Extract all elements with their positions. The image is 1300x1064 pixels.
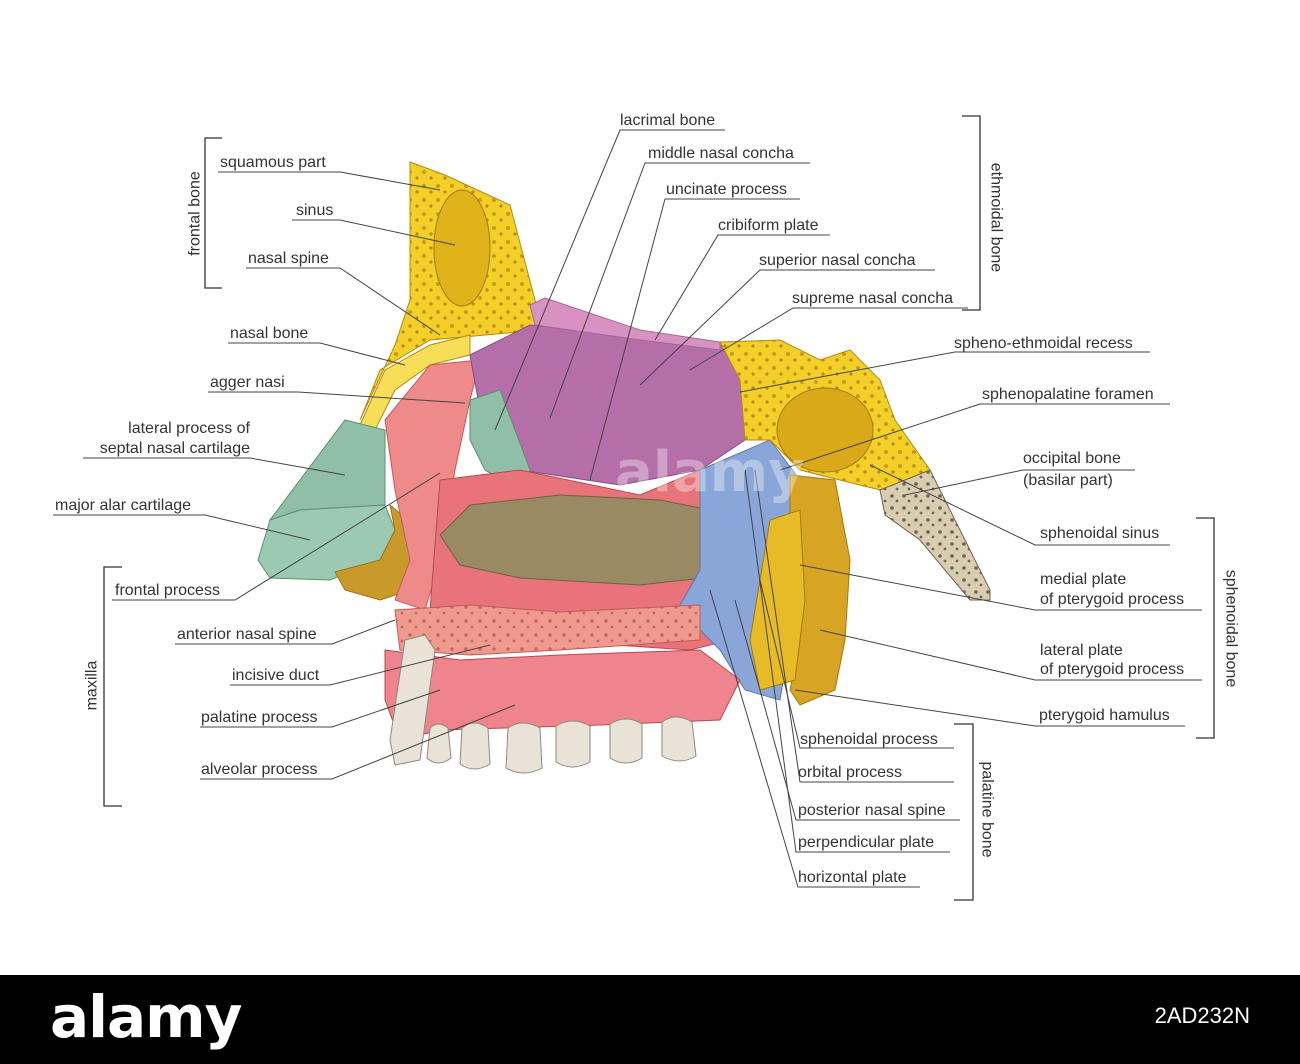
label-lateral-process-line1: lateral process of [128, 420, 250, 437]
group-label-palatine-bone: palatine bone [978, 761, 996, 858]
group-brackets [103, 115, 1215, 901]
anatomy-illustration [53, 115, 1215, 901]
label-palatine-process: palatine process [201, 709, 318, 726]
stock-footer-bar: alamy 2AD232N [0, 975, 1300, 1064]
label-anterior-nasal-spine: anterior nasal spine [177, 626, 317, 643]
label-occipital-bone-line1: occipital bone [1023, 450, 1121, 467]
leader-lines [53, 129, 1202, 888]
group-label-maxilla: maxilla [83, 660, 101, 711]
sphenoidal-sinus-shape [776, 387, 874, 473]
label-spheno-ethmoidal-recess: spheno-ethmoidal recess [954, 335, 1133, 352]
lateral-cartilage-shape [268, 419, 386, 521]
label-lateral-process-line2: septal nasal cartilage [99, 440, 250, 457]
label-pterygoid-hamulus: pterygoid hamulus [1039, 707, 1170, 724]
label-lacrimal-bone: lacrimal bone [620, 112, 716, 129]
label-sphenopalatine-foramen: sphenopalatine foramen [982, 386, 1154, 403]
image-id: 2AD232N [1154, 1003, 1250, 1028]
label-agger-nasi: agger nasi [210, 374, 285, 391]
label-superior-nasal-concha: superior nasal concha [759, 252, 916, 269]
label-sphenoidal-process: sphenoidal process [800, 731, 938, 748]
label-major-alar-cartilage: major alar cartilage [55, 497, 192, 514]
label-middle-nasal-concha: middle nasal concha [648, 145, 794, 162]
label-alveolar-process: alveolar process [201, 761, 318, 778]
group-label-ethmoidal-bone: ethmoidal bone [987, 162, 1005, 273]
label-medial-plate-line2: of pterygoid process [1040, 591, 1185, 608]
label-incisive-duct: incisive duct [232, 667, 320, 684]
label-orbital-process: orbital process [798, 764, 903, 781]
label-perpendicular-plate: perpendicular plate [798, 834, 935, 851]
label-lateral-plate-line1: lateral plate [1040, 642, 1123, 659]
label-cribiform-plate: cribiform plate [718, 217, 819, 234]
label-supreme-nasal-concha: supreme nasal concha [792, 290, 953, 307]
group-label-sphenoidal-bone: sphenoidal bone [1222, 569, 1240, 688]
label-posterior-nasal-spine: posterior nasal spine [798, 802, 946, 819]
group-label-frontal-bone: frontal bone [186, 171, 204, 256]
cribriform-plate-shape [529, 297, 721, 351]
label-uncinate-process: uncinate process [666, 181, 787, 198]
lateral-pterygoid-shape [749, 509, 806, 691]
label-nasal-bone: nasal bone [230, 325, 309, 342]
label-squamous-part: squamous part [220, 154, 326, 171]
nasal-cavity-diagram: alamy squamous part sinus nasal spine na… [53, 112, 1240, 901]
label-horizontal-plate: horizontal plate [798, 869, 907, 886]
label-medial-plate-line1: medial plate [1040, 571, 1127, 588]
label-sphenoidal-sinus: sphenoidal sinus [1040, 525, 1160, 542]
label-nasal-spine: nasal spine [248, 250, 329, 267]
alamy-logo: alamy [50, 983, 242, 1051]
label-frontal-process: frontal process [115, 582, 220, 599]
label-sinus: sinus [296, 202, 334, 219]
watermark-text: alamy [615, 440, 805, 505]
occipital-bone-shape [879, 469, 991, 601]
frontal-sinus-shape [433, 189, 491, 307]
label-occipital-bone-line2: (basilar part) [1023, 472, 1113, 489]
teeth-group [426, 716, 697, 774]
label-lateral-plate-line2: of pterygoid process [1040, 661, 1185, 678]
